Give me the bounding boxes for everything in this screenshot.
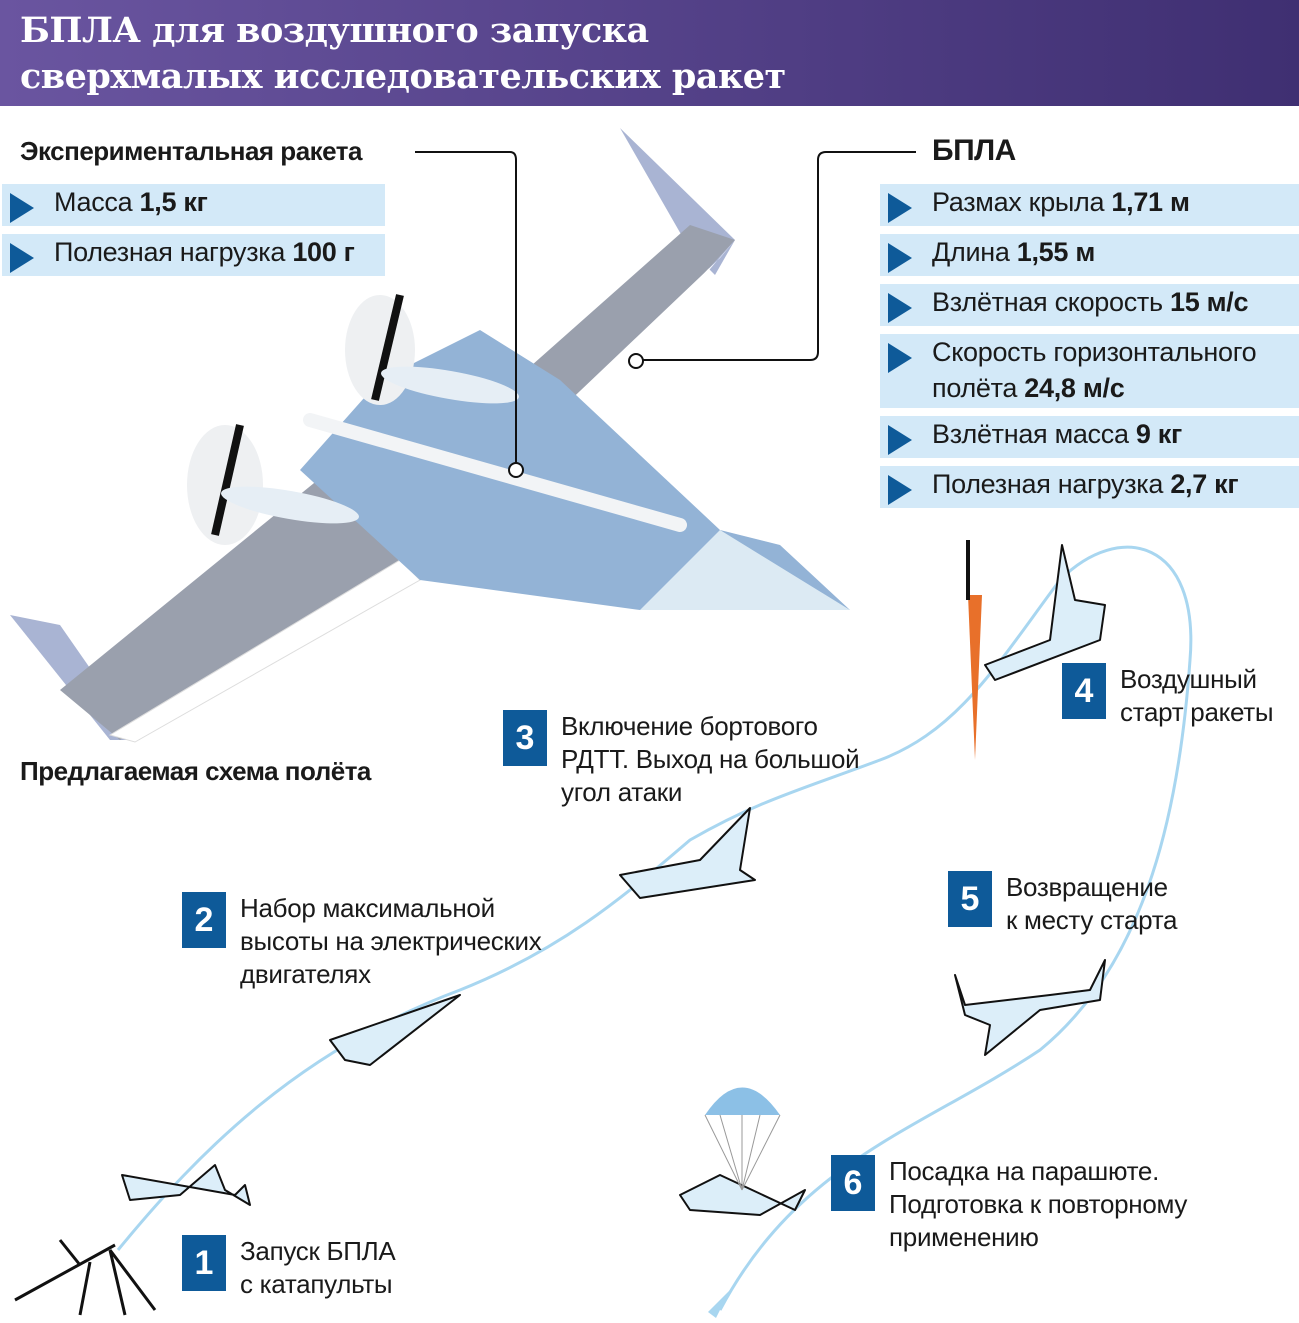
step-text: Посадка на парашюте. Подготовка к повтор… bbox=[889, 1156, 1188, 1252]
uav-spec: Полезная нагрузка 2,7 кг bbox=[880, 466, 1299, 508]
step-text: Возвращение к месту старта bbox=[1006, 872, 1178, 935]
rocket-spec-mass: Масса 1,5 кг bbox=[2, 184, 385, 226]
step-number: 4 bbox=[1062, 663, 1106, 719]
step-text: Запуск БПЛА с катапульты bbox=[240, 1236, 396, 1299]
uav-heading: БПЛА bbox=[932, 134, 1016, 167]
step-text: Включение бортового РДТТ. Выход на больш… bbox=[561, 711, 860, 807]
step-text: Набор максимальной высоты на электрическ… bbox=[240, 893, 542, 989]
rocket-heading: Экспериментальная ракета bbox=[20, 136, 362, 166]
bullet-icon bbox=[888, 293, 912, 323]
uav-step1-icon bbox=[121, 1164, 251, 1206]
uav-spec: Размах крыла 1,71 м bbox=[880, 184, 1299, 226]
bullet-icon bbox=[888, 343, 912, 373]
step-text: Воздушный старт ракеты bbox=[1120, 664, 1274, 727]
step-number: 1 bbox=[182, 1235, 226, 1291]
bullet-icon bbox=[10, 243, 34, 273]
arrow-head-icon bbox=[708, 1290, 730, 1318]
rocket-spec-payload: Полезная нагрузка 100 г bbox=[2, 234, 385, 276]
uav-step5-icon bbox=[954, 959, 1106, 1056]
bullet-icon bbox=[888, 475, 912, 505]
step-number: 2 bbox=[182, 892, 226, 948]
uav-illustration bbox=[10, 128, 850, 743]
step-number: 5 bbox=[948, 871, 992, 927]
bullet-icon bbox=[888, 425, 912, 455]
uav-spec: Скорость горизонтального полёта 24,8 м/с bbox=[880, 334, 1299, 408]
uav-spec: Длина 1,55 м bbox=[880, 234, 1299, 276]
uav-step6-icon bbox=[679, 1174, 806, 1216]
uav-spec: Взлётная скорость 15 м/с bbox=[880, 284, 1299, 326]
catapult-icon bbox=[14, 1239, 157, 1316]
uav-step3-icon bbox=[619, 807, 756, 899]
flight-path bbox=[116, 545, 1193, 1311]
uav-spec: Взлётная масса 9 кг bbox=[880, 416, 1299, 458]
step-number: 6 bbox=[831, 1155, 875, 1211]
bullet-icon bbox=[888, 243, 912, 273]
scheme-heading: Предлагаемая схема полёта bbox=[20, 756, 371, 786]
uav-step2-icon bbox=[329, 994, 461, 1066]
uav-step4-icon bbox=[984, 544, 1106, 681]
bullet-icon bbox=[10, 193, 34, 223]
bullet-icon bbox=[888, 193, 912, 223]
rocket-launch-icon bbox=[966, 540, 982, 760]
parachute-icon bbox=[704, 1087, 781, 1191]
step-number: 3 bbox=[503, 710, 547, 766]
